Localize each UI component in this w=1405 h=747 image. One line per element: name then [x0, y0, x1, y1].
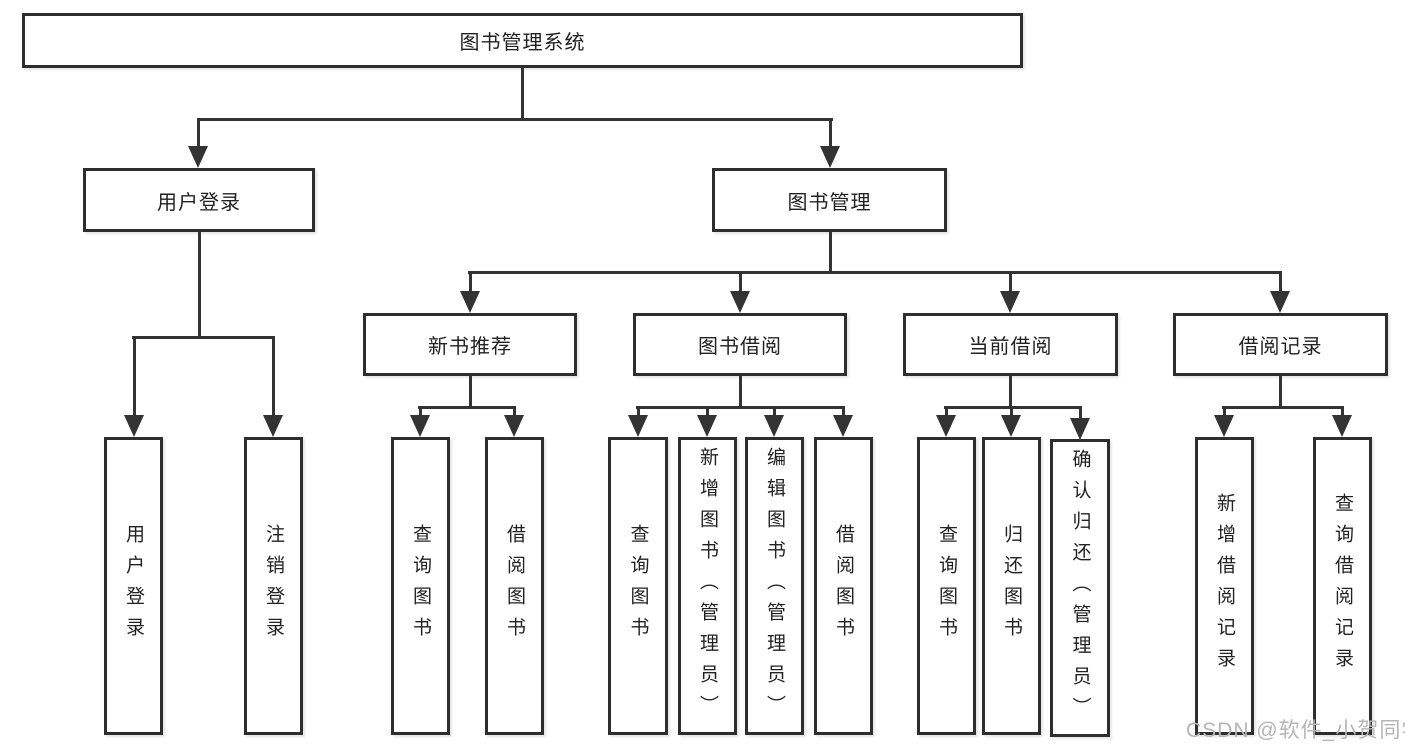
node-book-borrowing: 图书借阅 — [633, 313, 847, 376]
arrowhead-down-icon — [263, 415, 283, 437]
arrowhead-down-icon — [764, 415, 784, 437]
arrowhead-down-icon — [820, 146, 840, 168]
connector-line — [1008, 271, 1012, 297]
leaf-confirm-return-admin: 确认归还（管理员） — [1050, 439, 1110, 737]
connector-line — [828, 232, 832, 274]
connector-line — [512, 406, 516, 421]
leaf-user-login: 用户登录 — [104, 437, 163, 735]
leaf-add-borrow-record-label: 新增借阅记录 — [1214, 493, 1235, 679]
connector-line — [418, 406, 422, 421]
connector-line — [520, 68, 524, 121]
connector-line — [132, 336, 136, 421]
arrowhead-down-icon — [1070, 418, 1090, 440]
leaf-borrow-books-label: 借阅图书 — [833, 524, 854, 648]
connector-line — [1278, 271, 1282, 297]
arrowhead-down-icon — [124, 415, 144, 437]
connector-line — [271, 336, 275, 421]
connector-line — [468, 271, 472, 297]
leaf-add-books-admin: 新增图书（管理员） — [678, 437, 737, 735]
leaf-user-login-label: 用户登录 — [123, 524, 144, 648]
arrowhead-down-icon — [504, 415, 524, 437]
leaf-logout-label: 注销登录 — [263, 524, 284, 648]
connector-line — [132, 336, 275, 339]
node-book-management-system-label: 图书管理系统 — [459, 32, 586, 54]
leaf-query-books-current: 查询图书 — [917, 437, 976, 735]
leaf-edit-books-admin: 编辑图书（管理员） — [745, 437, 804, 735]
leaf-add-borrow-record: 新增借阅记录 — [1195, 437, 1254, 735]
node-new-book-recommendation-label: 新书推荐 — [428, 336, 512, 358]
arrowhead-down-icon — [936, 415, 956, 437]
connector-line — [636, 406, 845, 409]
leaf-logout: 注销登录 — [244, 437, 303, 735]
connector-line — [705, 406, 709, 421]
arrowhead-down-icon — [410, 415, 430, 437]
connector-line — [468, 376, 472, 409]
connector-line — [1278, 376, 1282, 409]
node-user-login-branch-label: 用户登录 — [157, 191, 241, 214]
leaf-confirm-return-admin-label: 确认归还（管理员） — [1069, 448, 1091, 728]
arrowhead-down-icon — [730, 291, 750, 313]
connector-line — [468, 271, 1282, 274]
node-book-management-system: 图书管理系统 — [22, 13, 1023, 68]
leaf-return-books-label: 归还图书 — [1001, 524, 1022, 648]
leaf-query-borrow-record: 查询借阅记录 — [1313, 437, 1372, 735]
connector-line — [636, 406, 640, 421]
arrowhead-down-icon — [628, 415, 648, 437]
connector-line — [1008, 376, 1012, 409]
connector-line — [944, 406, 948, 421]
leaf-query-books-current-label: 查询图书 — [936, 524, 957, 648]
connector-line — [196, 118, 200, 152]
connector-line — [418, 406, 516, 409]
leaf-return-books: 归还图书 — [982, 437, 1041, 735]
arrowhead-down-icon — [188, 146, 208, 168]
connector-line — [772, 406, 776, 421]
connector-line — [738, 376, 742, 409]
leaf-borrow-books-recommend: 借阅图书 — [485, 437, 544, 735]
leaf-query-books-recommend-label: 查询图书 — [410, 524, 431, 648]
connector-line — [1009, 406, 1013, 421]
connector-line — [841, 406, 845, 421]
arrowhead-down-icon — [460, 291, 480, 313]
csdn-watermark: CSDN @软件_小贺同学 — [1186, 719, 1405, 742]
node-book-borrowing-label: 图书借阅 — [698, 336, 782, 358]
arrowhead-down-icon — [1000, 291, 1020, 313]
leaf-borrow-books-recommend-label: 借阅图书 — [504, 524, 525, 648]
connector-line — [1222, 406, 1226, 421]
arrowhead-down-icon — [1001, 415, 1021, 437]
node-borrowing-records: 借阅记录 — [1173, 313, 1388, 376]
node-book-management-branch-label: 图书管理 — [787, 191, 872, 214]
connector-line — [828, 118, 832, 152]
leaf-query-books-recommend: 查询图书 — [391, 437, 450, 735]
connector-line — [1340, 406, 1344, 421]
connector-line — [197, 118, 833, 121]
leaf-edit-books-admin-label: 编辑图书（管理员） — [764, 446, 785, 726]
connector-line — [1078, 406, 1082, 424]
arrowhead-down-icon — [833, 415, 853, 437]
node-book-management-branch: 图书管理 — [712, 168, 947, 232]
arrowhead-down-icon — [1270, 291, 1290, 313]
arrowhead-down-icon — [1332, 415, 1352, 437]
connector-line — [1222, 406, 1344, 409]
node-user-login-branch: 用户登录 — [83, 168, 315, 232]
arrowhead-down-icon — [697, 415, 717, 437]
leaf-borrow-books: 借阅图书 — [814, 437, 873, 735]
arrowhead-down-icon — [1214, 415, 1234, 437]
connector-line — [944, 406, 1081, 409]
leaf-query-books-borrowing: 查询图书 — [608, 437, 668, 735]
node-borrowing-records-label: 借阅记录 — [1238, 336, 1323, 358]
leaf-query-borrow-record-label: 查询借阅记录 — [1332, 493, 1353, 679]
connector-line — [197, 232, 201, 339]
node-current-borrowing-label: 当前借阅 — [968, 336, 1053, 358]
connector-line — [738, 271, 742, 297]
node-new-book-recommendation: 新书推荐 — [363, 313, 577, 376]
leaf-add-books-admin-label: 新增图书（管理员） — [697, 446, 718, 726]
node-current-borrowing: 当前借阅 — [903, 313, 1118, 376]
leaf-query-books-borrowing-label: 查询图书 — [627, 524, 649, 648]
